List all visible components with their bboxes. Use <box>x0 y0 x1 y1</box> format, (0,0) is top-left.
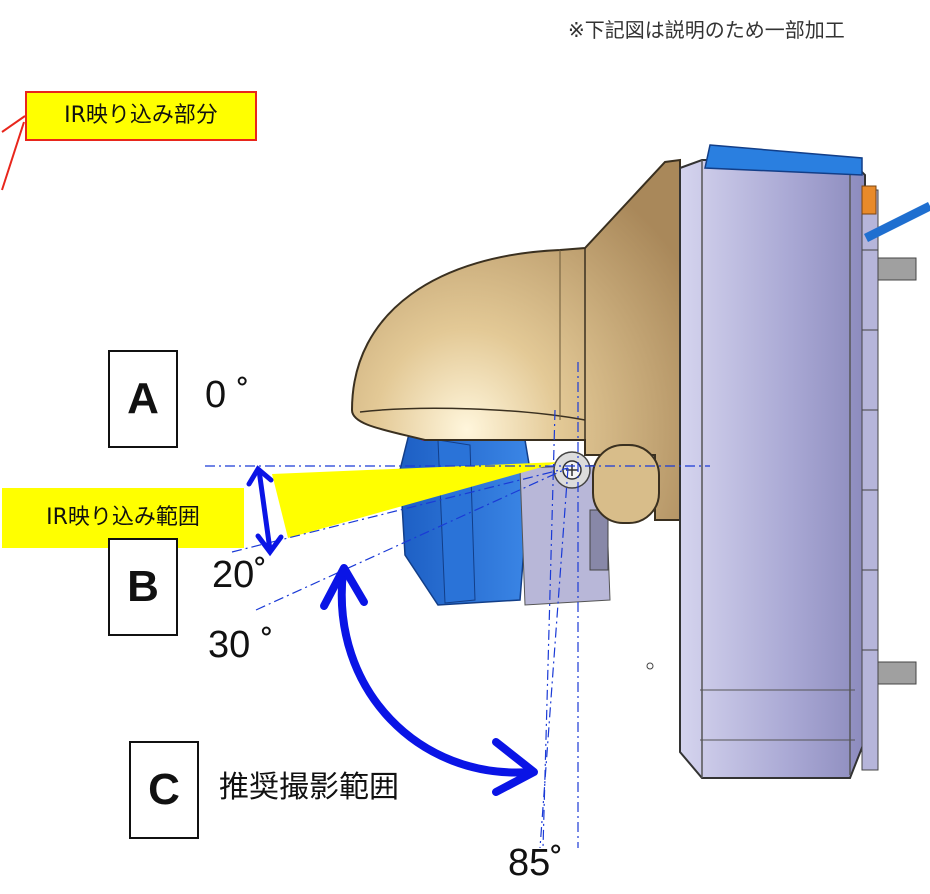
angle-20-label: 20˚ <box>212 554 267 596</box>
zone-a-box: A <box>108 350 178 448</box>
angle-30-label: 30 ˚ <box>208 624 274 666</box>
callout-leader-lines <box>1 115 26 191</box>
lens-center <box>553 451 591 489</box>
ir-reflection-wedge <box>272 462 560 538</box>
angle-0-label: 0 ˚ <box>205 374 250 416</box>
camera-housing <box>646 144 930 779</box>
zone-c-box: C <box>129 741 199 839</box>
angle-reference-lines <box>205 362 710 849</box>
zone-b-box: B <box>108 538 178 636</box>
top-note: ※下記図は説明のため一部加工 <box>568 18 845 42</box>
range-b-arrow <box>246 465 284 557</box>
recommended-range-label: 推奨撮影範囲 <box>219 770 399 805</box>
ir-reflection-part-callout: IR映り込み部分 <box>25 91 257 141</box>
recommended-range-arrow <box>320 564 538 796</box>
angle-85-label: 85˚ <box>508 842 563 884</box>
dome-cover <box>350 158 681 524</box>
